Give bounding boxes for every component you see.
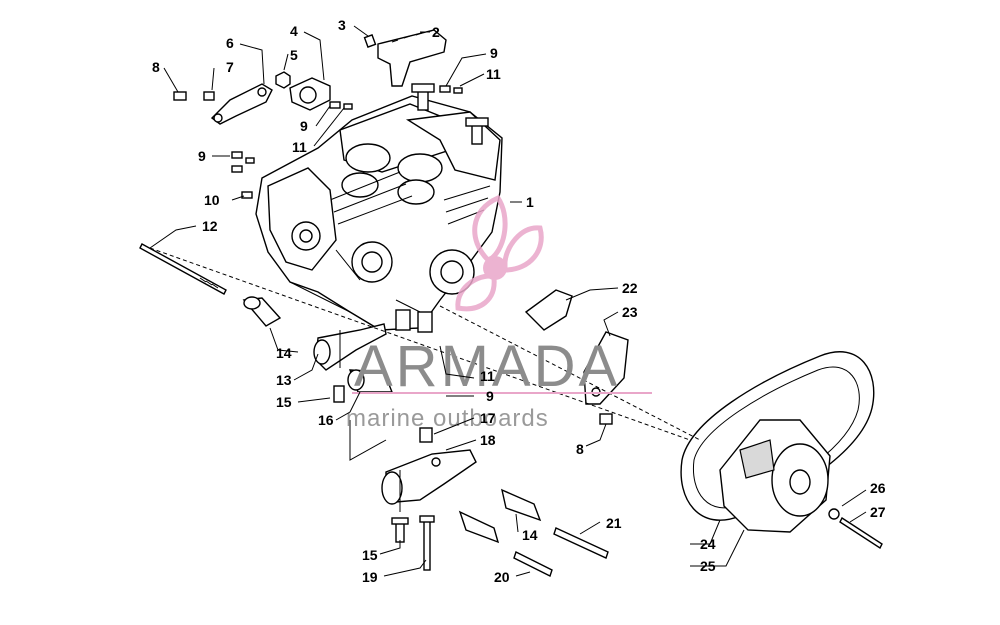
callout-9-top-right: 9 (490, 45, 498, 61)
callout-8-right: 8 (576, 441, 584, 457)
part-lower-bracket (381, 449, 477, 505)
callout-5: 5 (290, 47, 298, 63)
callout-24: 24 (700, 536, 716, 552)
part-bracket-upper (210, 83, 273, 125)
part-sleeve (347, 369, 394, 393)
engine-block (255, 83, 503, 333)
callout-12: 12 (202, 218, 218, 234)
part-washer-26 (828, 508, 840, 520)
callout-22: 22 (622, 280, 638, 296)
callout-16: 16 (318, 412, 334, 428)
part-bolt-15-lower (391, 517, 409, 543)
callout-6: 6 (226, 35, 234, 51)
callout-13: 13 (276, 372, 292, 388)
part-torque-arm (313, 323, 387, 371)
part-studs (231, 85, 463, 199)
callout-20: 20 (494, 569, 510, 585)
callout-25: 25 (700, 558, 716, 574)
callout-19: 19 (362, 569, 378, 585)
part-spacer (419, 427, 433, 443)
callout-23: 23 (622, 304, 638, 320)
part-bushing-upper (242, 296, 282, 327)
part-guard-22 (524, 289, 573, 331)
part-clip (363, 34, 377, 48)
callout-14-lower: 14 (522, 527, 538, 543)
callout-7: 7 (226, 59, 234, 75)
callout-9-top-left: 9 (300, 118, 308, 134)
callout-18: 18 (480, 432, 496, 448)
part-bushing-lower (458, 488, 542, 544)
watermark-underline (352, 392, 652, 394)
part-bolt-21 (553, 527, 609, 559)
part-bolt-20 (513, 551, 553, 577)
callout-15-lower: 15 (362, 547, 378, 563)
callout-15-upper: 15 (276, 394, 292, 410)
callout-9-mid: 9 (486, 388, 494, 404)
callout-11-top-right: 11 (486, 66, 501, 82)
part-long-bolt (139, 243, 227, 295)
callout-labels: 1 2 3 4 5 6 7 8 8 9 9 9 9 10 11 11 11 12… (152, 17, 886, 585)
callout-1: 1 (526, 194, 534, 210)
callout-11-mid: 11 (480, 368, 495, 384)
callout-10: 10 (204, 192, 220, 208)
watermark-title: ARMADA (354, 334, 620, 399)
callout-2: 2 (432, 24, 440, 40)
watermark-subtitle: marine outboards (346, 405, 549, 432)
assembly-axes (149, 247, 701, 512)
callout-14-upper: 14 (276, 345, 292, 361)
callout-leaders (149, 25, 867, 577)
callout-8-top: 8 (152, 59, 160, 75)
watermark-propeller-logo (455, 194, 544, 312)
part-bolt-8-right (599, 413, 613, 425)
callout-21: 21 (606, 515, 622, 531)
callout-4: 4 (290, 23, 298, 39)
callout-3: 3 (338, 17, 346, 33)
part-bolt-8 (173, 91, 187, 101)
part-mount-pad (289, 77, 331, 111)
callout-17: 17 (480, 410, 496, 426)
drive-clutch (719, 419, 831, 533)
part-handle (377, 29, 447, 87)
callout-27: 27 (870, 504, 886, 520)
callout-11-top-left: 11 (292, 139, 307, 155)
callout-26: 26 (870, 480, 886, 496)
part-bolt-15-upper (333, 385, 345, 403)
part-bolt-19 (419, 515, 435, 571)
watermark: ARMADA marine outboards (346, 194, 652, 432)
part-nut (275, 71, 291, 89)
part-bolt-27 (839, 516, 883, 550)
part-washer (203, 91, 215, 101)
callout-9-left: 9 (198, 148, 206, 164)
